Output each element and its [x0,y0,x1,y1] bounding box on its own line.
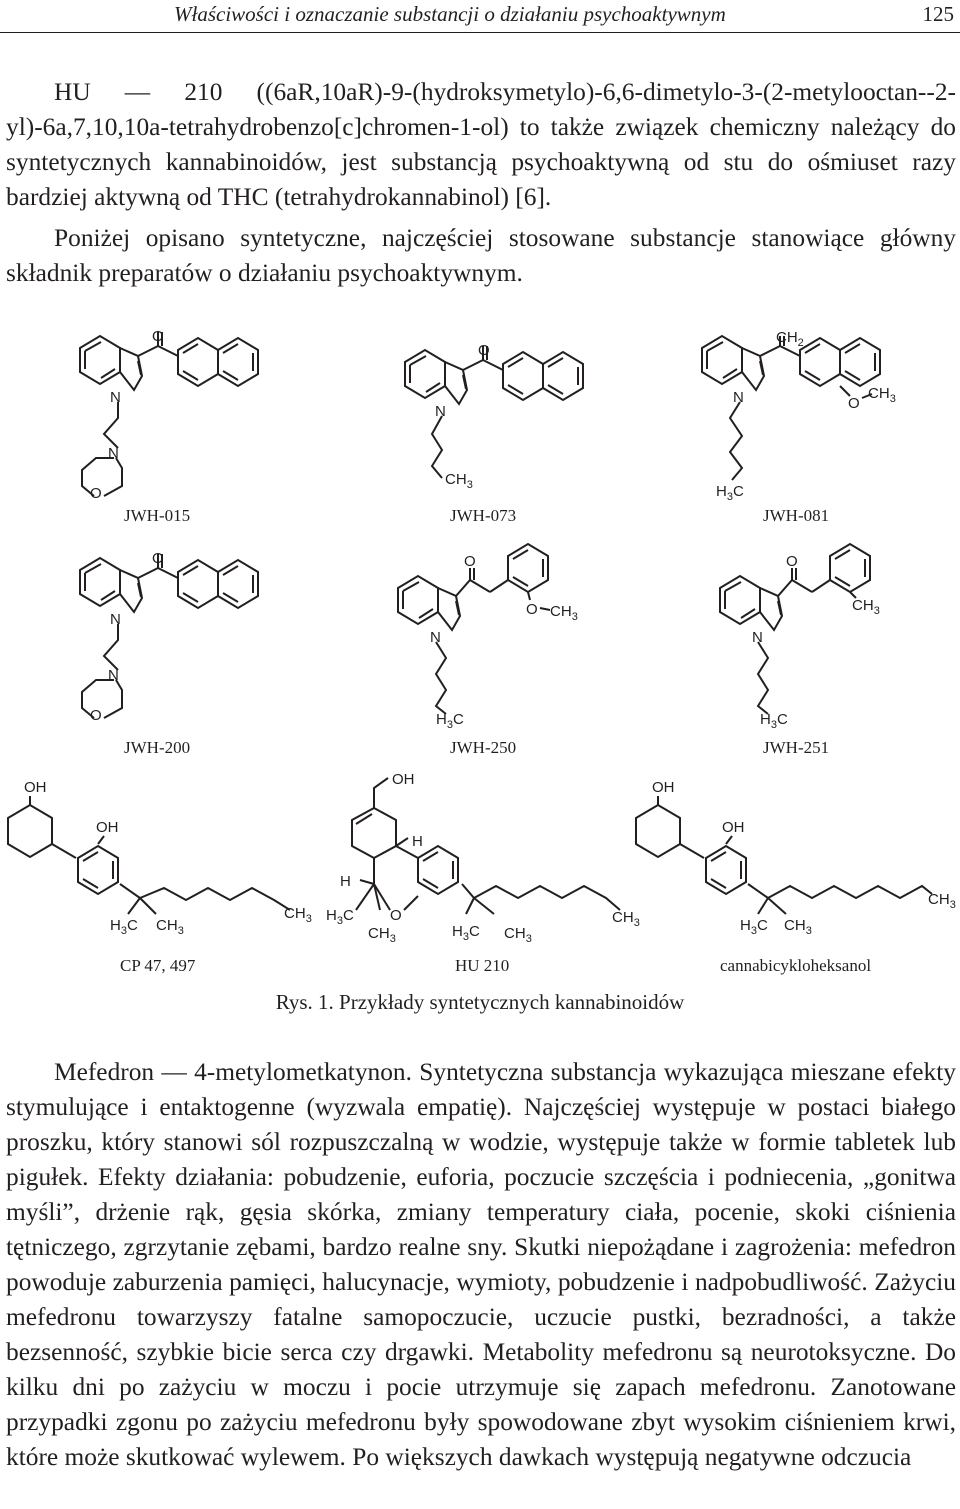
structure-cannabicykloheksanol: OH OH H3C CH3 CH3 [635,779,956,937]
compound-label-jwh-200: JWH-200 [124,738,191,757]
running-header-title: Właściwości i oznaczanie substancji o dz… [174,2,726,26]
atom-label: H3C [740,917,768,937]
paragraph-mefedron: Mefedron — 4-metylometkatynon. Syntetycz… [6,1055,956,1475]
atom-label: H3C [436,711,464,731]
atom-label: CH3 [156,917,184,937]
atom-label: OH [652,779,675,796]
compound-label-cannabicykloheksanol: cannabicykloheksanol [720,956,872,975]
atom-label: N [752,629,763,646]
compound-label-jwh-250: JWH-250 [450,738,517,757]
figure-caption: Rys. 1. Przykłady syntetycznych kannabin… [275,990,685,1014]
atom-label: H3C [760,711,788,731]
atom-label: N [110,389,121,406]
paragraph-hu210-text: HU — 210 ((6aR,10aR)-9-(hydroksymetylo)-… [6,78,956,211]
figure-cannabinoids: O N N O O N CH3 [0,318,960,1038]
atom-label: O [90,485,102,502]
structure-jwh-015: O N N O [79,328,259,502]
atom-label: CH3 [784,917,812,937]
atom-label: H [340,873,351,890]
compound-label-jwh-081: JWH-081 [763,506,830,525]
structures-drawing: O N N O O N CH3 [7,328,956,945]
compound-label-jwh-073: JWH-073 [450,506,517,525]
structure-jwh-200: O N N O [79,550,259,724]
atom-label: CH3 [612,909,640,929]
structure-jwh-250: O N O CH3 H3C [397,543,578,731]
atom-label: O [152,550,164,567]
atom-label: H3C [452,923,480,943]
page-number: 125 [922,2,955,26]
atom-label: O [390,907,402,924]
atom-label: H [412,833,423,850]
atom-label: CH2 [776,329,804,349]
atom-label: H3C [326,907,354,927]
atom-label: N [435,403,446,420]
running-header: Właściwości i oznaczanie substancji o dz… [0,0,960,34]
atom-label: OH [96,819,119,836]
atom-label: OH [392,771,415,788]
structure-jwh-081: CH2 N O CH3 H3C [701,329,896,503]
atom-label: CH3 [284,905,312,925]
structure-jwh-251: O N CH3 H3C [719,543,880,731]
atom-label: N [108,667,119,684]
atom-label: OH [24,779,47,796]
compound-label-hu-210: HU 210 [455,956,510,975]
compound-label-jwh-251: JWH-251 [763,738,830,757]
atom-label: N [110,611,121,628]
atom-label: O [526,601,538,618]
atom-label: CH3 [868,385,896,405]
compound-label-cp-47-497: CP 47, 497 [120,956,196,975]
paragraph-hu210: HU — 210 ((6aR,10aR)-9-(hydroksymetylo)-… [6,75,956,215]
atom-label: CH3 [445,471,473,491]
atom-label: O [786,553,798,570]
atom-label: OH [722,819,745,836]
atom-label: O [848,395,860,412]
atom-label: CH3 [504,925,532,945]
atom-label: O [90,707,102,724]
atom-label: CH3 [550,603,578,623]
atom-label: O [464,553,476,570]
atom-label: O [152,328,164,345]
atom-label: CH3 [928,891,956,911]
atom-label: CH3 [852,597,880,617]
compound-label-jwh-015: JWH-015 [124,506,191,525]
atom-label: H3C [716,483,744,503]
paragraph-mefedron-text: Mefedron — 4-metylometkatynon. Syntetycz… [6,1058,956,1471]
paragraph-intro-text: Poniżej opisano syntetyczne, najczęściej… [6,224,956,287]
structure-jwh-073: O N CH3 [404,342,584,491]
atom-label: N [430,629,441,646]
atom-label: CH3 [368,925,396,945]
paragraph-intro: Poniżej opisano syntetyczne, najczęściej… [6,221,956,291]
structure-hu-210: OH H H O H3C C [326,771,640,945]
atom-label: H3C [110,917,138,937]
atom-label: N [733,389,744,406]
header-rule [0,32,960,33]
atom-label: N [108,445,119,462]
atom-label: O [478,342,490,359]
structure-cp-47-497: OH OH H3C CH3 CH3 [7,779,312,937]
